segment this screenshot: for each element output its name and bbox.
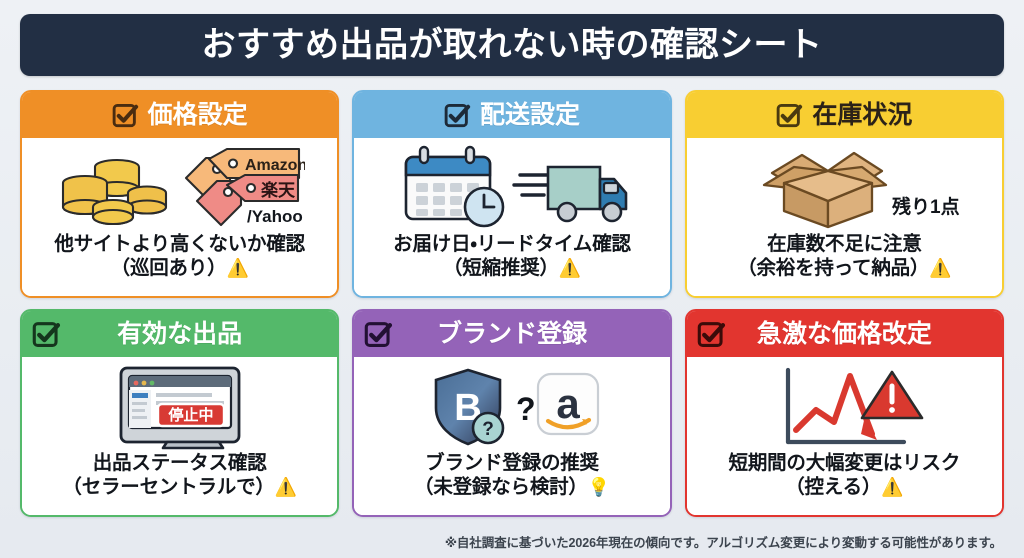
caption-line-1: 在庫数不足に注意 xyxy=(767,233,922,255)
warning-emoji-icon: ⚠️ xyxy=(881,476,904,497)
card-title-active-listing: 有効な出品 xyxy=(117,319,243,348)
card-body-active-listing: 停止中 出品ステータス確認 （セラーセントラルで）⚠️ xyxy=(22,357,338,515)
warning-emoji-icon: ⚠️ xyxy=(929,257,952,278)
card-caption-brand-registry: ブランド登録の推奨 （未登録なら検討）💡 xyxy=(414,452,610,500)
caption-line-1: お届け日・リードタイム確認 xyxy=(393,233,631,255)
art-monitor-listing-suspended: 停止中 xyxy=(28,363,331,451)
caption-line-2: （未登録なら検討） xyxy=(414,475,588,498)
amazon-logo-icon: a xyxy=(536,372,600,436)
card-title-shipping-setting: 配送設定 xyxy=(479,100,580,129)
checklist-card-grid: 価格設定 xyxy=(20,90,1004,517)
falling-trend-line-icon xyxy=(793,373,878,440)
card-caption-rapid-price-change: 短期間の大幅変更はリスク （控える）⚠️ xyxy=(729,452,961,500)
monitor-icon: 停止中 xyxy=(119,366,241,450)
card-title-rapid-price-change: 急激な価格改定 xyxy=(756,319,932,348)
card-body-shipping-setting: お届け日・リードタイム確認 （短縮推奨）⚠️ xyxy=(354,138,670,296)
delivery-truck-icon xyxy=(546,165,628,223)
card-price-setting: 価格設定 xyxy=(20,90,340,298)
caption-line-2: （巡回あり） xyxy=(110,256,227,279)
checkbox-checked-icon xyxy=(444,103,471,127)
card-header-brand-registry: ブランド登録 xyxy=(354,311,670,357)
checkbox-checked-icon xyxy=(776,103,803,127)
checkbox-checked-icon xyxy=(365,321,393,347)
card-header-shipping-setting: 配送設定 xyxy=(354,92,670,138)
caption-line-1: 短期間の大幅変更はリスク xyxy=(728,452,961,474)
tag-label-yahoo: /Yahoo xyxy=(247,207,303,226)
card-caption-stock-status: 在庫数不足に注意 （余裕を持って納品）⚠️ xyxy=(737,233,951,281)
lightbulb-emoji-icon: 💡 xyxy=(587,476,610,497)
warning-emoji-icon: ⚠️ xyxy=(558,257,581,278)
caption-line-2: （セラーセントラルで） xyxy=(62,475,275,498)
clock-icon xyxy=(463,186,505,228)
warning-emoji-icon: ⚠️ xyxy=(274,476,297,497)
caption-line-2: （短縮推奨） xyxy=(442,256,559,279)
card-stock-status: 在庫状況 残り1点 xyxy=(684,90,1004,298)
art-open-cardboard-box: 残り1点 xyxy=(693,144,996,232)
tag-label-amazon: Amazon xyxy=(245,157,305,174)
checkbox-checked-icon xyxy=(697,321,725,347)
card-header-price-setting: 価格設定 xyxy=(22,92,338,138)
card-title-price-setting: 価格設定 xyxy=(147,100,248,129)
warning-emoji-icon: ⚠️ xyxy=(226,257,249,278)
card-caption-active-listing: 出品ステータス確認 （セラーセントラルで）⚠️ xyxy=(62,452,297,500)
card-brand-registry: ブランド登録 B ? xyxy=(352,309,672,517)
brand-shield-icon: B ? xyxy=(434,368,505,446)
checkbox-checked-icon xyxy=(32,321,61,347)
caption-line-1: 出品ステータス確認 xyxy=(92,452,267,474)
card-body-rapid-price-change: 短期間の大幅変更はリスク （控える）⚠️ xyxy=(686,357,1002,515)
art-calendar-clock-truck xyxy=(360,144,663,232)
footnote-disclaimer: ※自社調査に基づいた2026年現在の傾向です。アルゴリズム変更により変動する可能… xyxy=(444,536,1002,550)
art-coins-and-price-tags: Amazon 楽天 /Yahoo xyxy=(28,144,331,232)
card-title-stock-status: 在庫状況 xyxy=(812,100,913,129)
card-body-price-setting: Amazon 楽天 /Yahoo xyxy=(22,138,338,296)
chart-axes-icon xyxy=(786,367,907,445)
caption-line-1: 他サイトより高くないか確認 xyxy=(54,233,305,255)
caption-line-2: （控える） xyxy=(785,475,882,498)
tag-label-rakuten: 楽天 xyxy=(261,180,296,200)
caption-line-1: ブランド登録の推奨 xyxy=(425,452,599,474)
status-badge-label: 停止中 xyxy=(167,406,213,424)
page-title-banner: おすすめ出品が取れない時の確認シート xyxy=(20,14,1004,76)
cardboard-box-icon xyxy=(763,151,888,229)
card-caption-price-setting: 他サイトより高くないか確認 （巡回あり）⚠️ xyxy=(54,233,305,281)
page-title: おすすめ出品が取れない時の確認シート xyxy=(201,26,823,64)
art-brand-shield-amazon: B ? ? a xyxy=(360,363,663,451)
card-body-brand-registry: B ? ? a ブランド登録の推奨 xyxy=(354,357,670,515)
card-header-rapid-price-change: 急激な価格改定 xyxy=(686,311,1002,357)
stock-note-label: 残り1点 xyxy=(891,195,960,218)
card-header-stock-status: 在庫状況 xyxy=(686,92,1002,138)
card-body-stock-status: 残り1点 在庫数不足に注意 （余裕を持って納品）⚠️ xyxy=(686,138,1002,296)
card-header-active-listing: 有効な出品 xyxy=(22,311,338,357)
question-mark-label: ? xyxy=(516,391,536,427)
art-falling-price-chart-warning xyxy=(693,363,996,451)
caption-line-2: （余裕を持って納品） xyxy=(737,256,930,279)
amazon-letter-label: a xyxy=(556,380,580,427)
card-shipping-setting: 配送設定 xyxy=(352,90,672,298)
speed-lines-icon xyxy=(512,173,550,197)
warning-triangle-icon xyxy=(861,370,924,420)
card-rapid-price-change: 急激な価格改定 xyxy=(684,309,1004,517)
card-caption-shipping-setting: お届け日・リードタイム確認 （短縮推奨）⚠️ xyxy=(393,233,631,281)
card-title-brand-registry: ブランド登録 xyxy=(436,319,587,348)
question-badge-label: ? xyxy=(482,419,494,440)
checkbox-checked-icon xyxy=(112,103,138,127)
card-active-listing: 有効な出品 xyxy=(20,309,340,517)
